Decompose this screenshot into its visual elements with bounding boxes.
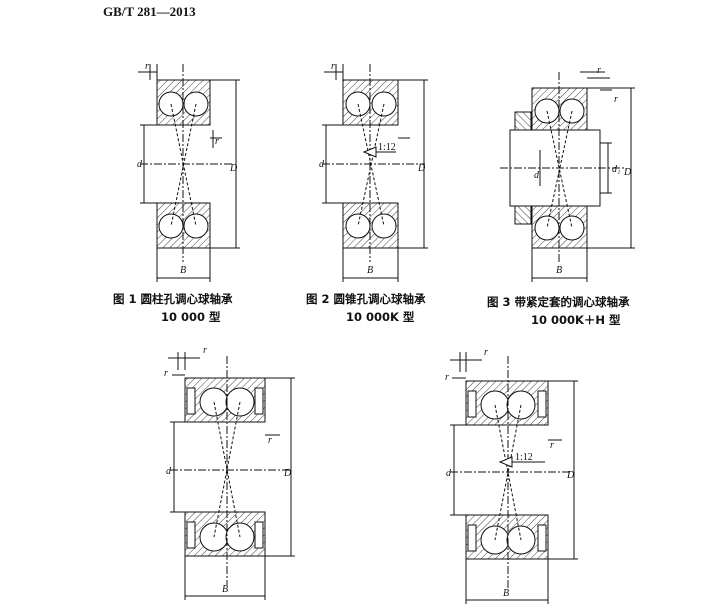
figure-5-drawing bbox=[450, 352, 578, 604]
fig5-r-label: r bbox=[484, 347, 488, 358]
fig3-d1-label: d₁ bbox=[612, 164, 620, 175]
figure-2-caption: 图 2 圆锥孔调心球轴承 10 000K 型 bbox=[306, 290, 426, 326]
figure-3-drawing bbox=[500, 71, 635, 282]
fig2-taper-label: 1:12 bbox=[378, 142, 396, 153]
fig4-D-label: D bbox=[283, 468, 292, 479]
fig4-r-label: r bbox=[203, 345, 207, 356]
fig5-taper-label: 1:12 bbox=[515, 452, 533, 463]
fig1-r-label: r bbox=[145, 61, 149, 72]
standard-number: GB/T 281—2013 bbox=[103, 4, 196, 19]
fig5-B-label: B bbox=[503, 588, 509, 599]
fig2-d-label: d bbox=[319, 159, 325, 170]
figure-3-type: 10 000K＋H 型 bbox=[531, 313, 621, 327]
fig5-D-label: D bbox=[566, 470, 575, 481]
figure-3-title: 图 3 带紧定套的调心球轴承 bbox=[487, 295, 630, 309]
fig2-B-label: B bbox=[367, 265, 373, 276]
fig3-D-label: D bbox=[623, 167, 632, 178]
figure-1-drawing bbox=[138, 64, 240, 282]
fig5-d-label: d bbox=[446, 468, 452, 479]
fig2-r-label: r bbox=[331, 61, 335, 72]
fig4-B-label: B bbox=[222, 584, 228, 595]
fig1-B-label: B bbox=[180, 265, 186, 276]
fig4-d-label: d bbox=[166, 466, 172, 477]
fig4-r3-label: r bbox=[268, 435, 272, 446]
figure-2-title: 图 2 圆锥孔调心球轴承 bbox=[306, 292, 426, 306]
fig3-r-label: r bbox=[597, 65, 601, 76]
fig1-D-label: D bbox=[229, 163, 238, 174]
figure-1-title: 图 1 圆柱孔调心球轴承 bbox=[113, 292, 233, 306]
figure-1-type: 10 000 型 bbox=[161, 310, 221, 324]
fig3-d-label: d bbox=[534, 170, 540, 181]
figure-1-caption: 图 1 圆柱孔调心球轴承 10 000 型 bbox=[113, 290, 233, 326]
figure-2-type: 10 000K 型 bbox=[346, 310, 415, 324]
fig2-D-label: D bbox=[417, 163, 426, 174]
fig1-r2-label: r bbox=[215, 136, 219, 147]
fig3-r2-label: r bbox=[614, 94, 618, 105]
fig3-B-label: B bbox=[556, 265, 562, 276]
figure-2-drawing bbox=[322, 64, 428, 282]
fig5-r2-label: r bbox=[445, 372, 449, 383]
fig5-r3-label: r bbox=[550, 440, 554, 451]
fig4-r2-label: r bbox=[164, 368, 168, 379]
figure-4-drawing bbox=[168, 352, 295, 600]
fig1-d-label: d bbox=[137, 159, 143, 170]
figure-3-caption: 图 3 带紧定套的调心球轴承 10 000K＋H 型 bbox=[487, 293, 630, 329]
